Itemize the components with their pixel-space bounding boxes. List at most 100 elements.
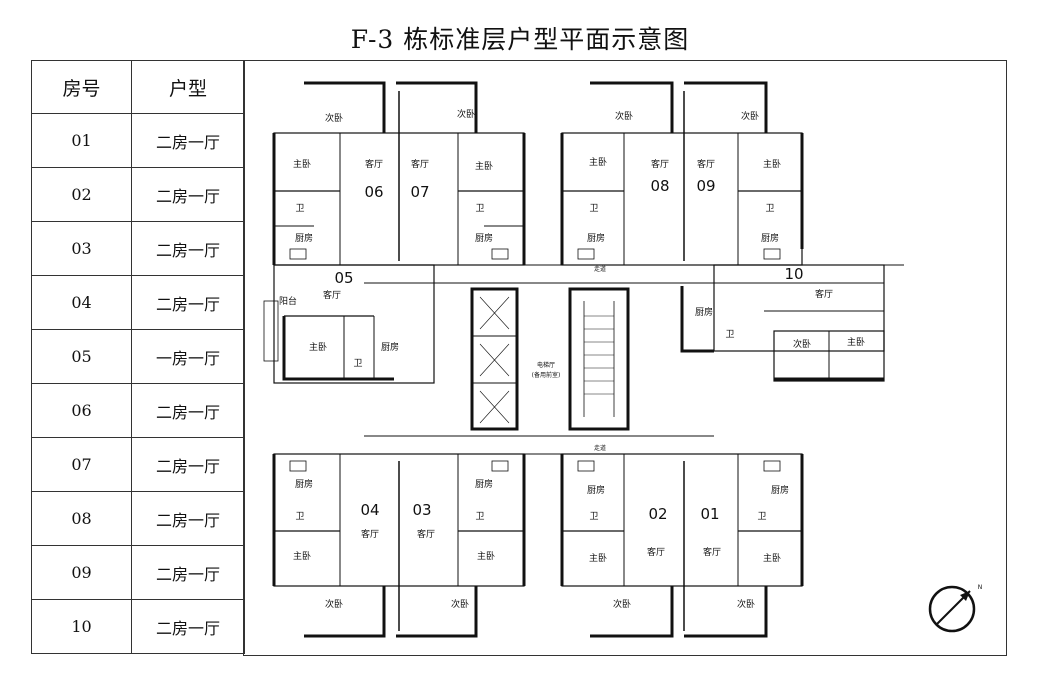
- unit-type-cell: 二房一厅: [131, 167, 245, 222]
- unit-type-cell: 二房一厅: [131, 275, 245, 330]
- room-label-balcony: 阳台: [279, 295, 297, 307]
- room-label-living-room: 客厅: [815, 288, 833, 300]
- room-label-living-room: 客厅: [361, 528, 379, 540]
- room-number-cell: 10: [31, 599, 132, 654]
- room-label-secondary-bedroom: 次卧: [457, 108, 475, 120]
- corridor-label: 走道: [594, 444, 606, 452]
- compass-icon: [928, 585, 976, 633]
- room-label-master-bedroom: 主卧: [847, 336, 865, 348]
- unit-number: 08: [650, 177, 669, 195]
- room-label-living-room: 客厅: [647, 546, 665, 558]
- unit-type-cell: 二房一厅: [131, 221, 245, 276]
- unit-number: 06: [364, 183, 383, 201]
- corridor-label: 走道: [594, 265, 606, 273]
- room-label-living-room: 客厅: [651, 158, 669, 170]
- room-label-secondary-bedroom: 次卧: [613, 598, 631, 610]
- unit-number: 04: [360, 501, 379, 519]
- room-label-master-bedroom: 主卧: [477, 550, 495, 562]
- room-number-cell: 07: [31, 437, 132, 492]
- room-label-living-room: 客厅: [417, 528, 435, 540]
- room-label-bathroom: 卫: [295, 512, 304, 522]
- room-number-cell: 04: [31, 275, 132, 330]
- unit-type-cell: 二房一厅: [131, 113, 245, 168]
- room-label-master-bedroom: 主卧: [763, 158, 781, 170]
- elevator-hall-label: 电梯厅: [537, 361, 555, 369]
- room-label-bathroom: 卫: [353, 359, 362, 369]
- floor-plan: 次卧 次卧 主卧 主卧 客厅 客厅 卫 卫 厨房 厨房 06 07 次卧 次卧 …: [263, 81, 982, 638]
- room-label-living-room: 客厅: [365, 158, 383, 170]
- corridor: [274, 264, 904, 455]
- unit-number: 07: [410, 183, 429, 201]
- room-label-secondary-bedroom: 次卧: [451, 598, 469, 610]
- unit-type-cell: 二房一厅: [131, 383, 245, 438]
- room-label-bathroom: 卫: [475, 512, 484, 522]
- room-label-bathroom: 卫: [295, 204, 304, 214]
- room-number-cell: 09: [31, 545, 132, 600]
- header-unit-type: 户型: [131, 60, 245, 114]
- room-number-cell: 01: [31, 113, 132, 168]
- room-label-master-bedroom: 主卧: [475, 160, 493, 172]
- room-label-bathroom: 卫: [589, 204, 598, 214]
- room-label-master-bedroom: 主卧: [293, 550, 311, 562]
- room-label-secondary-bedroom: 次卧: [615, 110, 633, 122]
- unit-type-cell: 一房一厅: [131, 329, 245, 384]
- room-label-kitchen: 厨房: [475, 478, 493, 490]
- room-number-cell: 08: [31, 491, 132, 546]
- header-room-number: 房号: [31, 60, 132, 114]
- room-label-secondary-bedroom: 次卧: [793, 338, 811, 350]
- room-label-bathroom: 卫: [589, 512, 598, 522]
- room-labels: 次卧 次卧 主卧 主卧 客厅 客厅 卫 卫 厨房 厨房 06 07 次卧 次卧 …: [279, 108, 982, 610]
- unit-type-cell: 二房一厅: [131, 599, 245, 654]
- unit-type-cell: 二房一厅: [131, 437, 245, 492]
- room-label-kitchen: 厨房: [295, 478, 313, 490]
- block-04-03: [272, 453, 526, 638]
- room-label-kitchen: 厨房: [381, 341, 399, 353]
- block-05: [263, 264, 435, 384]
- unit-type-cell: 二房一厅: [131, 491, 245, 546]
- room-label-bathroom: 卫: [725, 330, 734, 340]
- elevator-hall-note: (备用前室): [532, 371, 561, 379]
- page-title: F-3 栋标准层户型平面示意图: [350, 25, 690, 54]
- room-label-bathroom: 卫: [757, 512, 766, 522]
- room-label-master-bedroom: 主卧: [763, 552, 781, 564]
- room-label-living-room: 客厅: [323, 289, 341, 301]
- room-label-kitchen: 厨房: [695, 306, 713, 318]
- unit-type-cell: 二房一厅: [131, 545, 245, 600]
- room-label-kitchen: 厨房: [587, 232, 605, 244]
- room-label-living-room: 客厅: [411, 158, 429, 170]
- room-label-secondary-bedroom: 次卧: [325, 112, 343, 124]
- room-label-kitchen: 厨房: [771, 484, 789, 496]
- north-arrow-label: N: [978, 584, 983, 591]
- block-10: [680, 264, 885, 382]
- room-label-master-bedroom: 主卧: [589, 552, 607, 564]
- unit-number: 10: [784, 265, 803, 283]
- table-header-row: 房号 户型: [31, 60, 245, 114]
- room-label-kitchen: 厨房: [475, 232, 493, 244]
- room-label-secondary-bedroom: 次卧: [741, 110, 759, 122]
- unit-number: 09: [696, 177, 715, 195]
- room-label-bathroom: 卫: [475, 204, 484, 214]
- room-label-bathroom: 卫: [765, 204, 774, 214]
- room-label-master-bedroom: 主卧: [589, 156, 607, 168]
- unit-number: 02: [648, 505, 667, 523]
- block-02-01: [560, 453, 804, 638]
- room-number-cell: 03: [31, 221, 132, 276]
- room-number-cell: 02: [31, 167, 132, 222]
- core: [470, 287, 630, 431]
- floor-plan-frame: 次卧 次卧 主卧 主卧 客厅 客厅 卫 卫 厨房 厨房 06 07 次卧 次卧 …: [243, 60, 1007, 656]
- room-label-living-room: 客厅: [697, 158, 715, 170]
- room-label-master-bedroom: 主卧: [309, 341, 327, 353]
- room-number-cell: 05: [31, 329, 132, 384]
- room-label-secondary-bedroom: 次卧: [325, 598, 343, 610]
